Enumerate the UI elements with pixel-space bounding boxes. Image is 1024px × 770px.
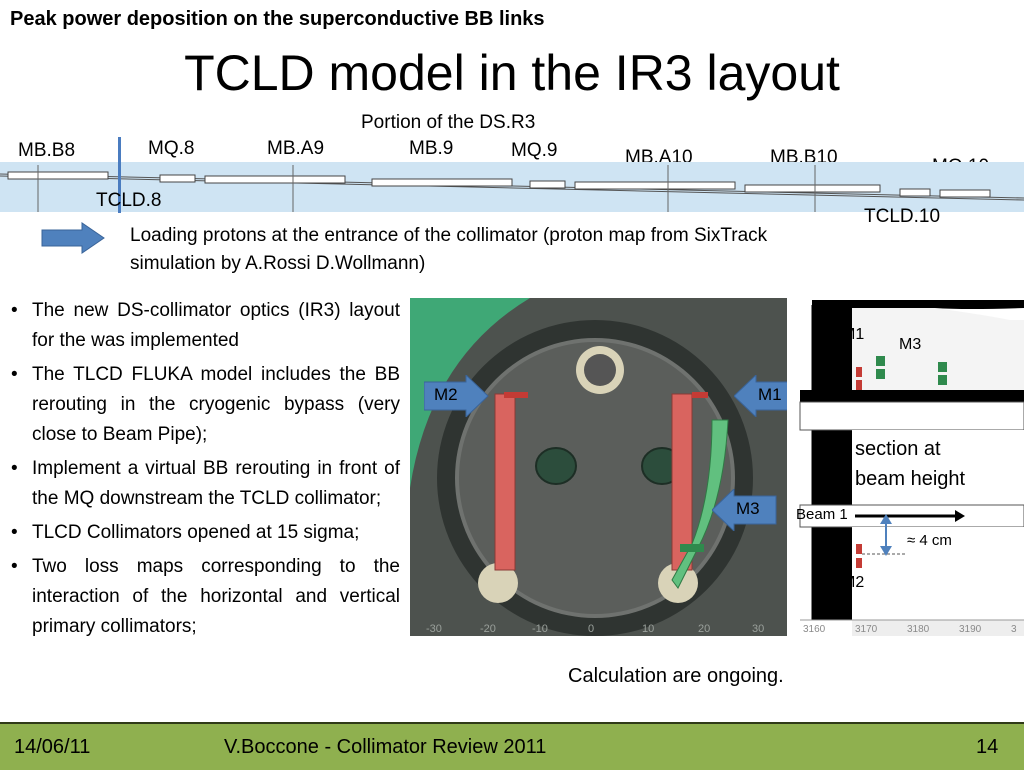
axis-tick: -30 [426, 623, 442, 635]
callout-m3-label: M3 [736, 499, 760, 518]
footer-presentation-info: V.Boccone - Collimator Review 2011 [224, 736, 547, 758]
axis-tick: -20 [480, 623, 496, 635]
axis-tick: 20 [698, 623, 710, 635]
section-drawing: 3160 3170 3180 3190 3 [799, 300, 1024, 636]
magnet-label-mq-8: MQ.8 [148, 138, 195, 159]
tcld8-marker [118, 137, 121, 213]
beam-label: Beam 1 [796, 506, 848, 523]
axis-tick: 10 [642, 623, 654, 635]
magnet-label-mb-b8: MB.B8 [18, 140, 76, 161]
magnet-label-mb-9: MB.9 [409, 138, 454, 159]
callout-m2: M2 [423, 373, 490, 422]
magnet-label-mq-9: MQ.9 [511, 140, 558, 161]
bullet-list: The new DS-collimator optics (IR3) layou… [8, 296, 400, 646]
callout-m3: M3 [711, 487, 778, 536]
gap-label: ≈ 4 cm [907, 532, 952, 549]
page-number: 14 [976, 736, 999, 758]
callout-m1-label: M1 [758, 385, 782, 404]
slide-supertitle: Peak power deposition on the superconduc… [10, 8, 545, 30]
loading-note: Loading protons at the entrance of the c… [130, 225, 768, 274]
bullet-item: TLCD Collimators opened at 15 sigma; [8, 518, 400, 548]
beamline-diagram [0, 165, 1024, 212]
layout-caption: Portion of the DS.R3 [361, 112, 536, 133]
callout-m1: M1 [733, 373, 787, 422]
bullet-item: The TLCD FLUKA model includes the BB rer… [8, 360, 400, 450]
cad-render: -30 -20 -10 0 10 20 30 [410, 298, 787, 636]
bullet-item: The new DS-collimator optics (IR3) layou… [8, 296, 400, 356]
axis-tick: 3190 [959, 624, 982, 635]
axis-tick: 0 [588, 623, 594, 635]
right-arrow-icon [41, 222, 105, 254]
axis-tick: 3 [1011, 624, 1017, 635]
collimator-label-tcld-10: TCLD.10 [864, 206, 941, 227]
section-note: section at beam height [855, 438, 966, 490]
footer-bar: 14/06/11 V.Boccone - Collimator Review 2… [0, 722, 1024, 770]
slide-title: TCLD model in the IR3 layout [184, 45, 840, 101]
label-m1: M1 [842, 326, 865, 343]
label-m2: M2 [842, 574, 865, 591]
axis-tick: 3170 [855, 624, 878, 635]
axis-tick: -10 [532, 623, 548, 635]
callout-m2-label: M2 [434, 385, 458, 404]
magnet-label-mb-a9: MB.A9 [267, 138, 325, 159]
axis-tick: 3160 [803, 624, 826, 635]
section-view: 3160 3170 3180 3190 3 M1 M3 M2 section a… [795, 300, 1024, 636]
bullet-item: Implement a virtual BB rerouting in fron… [8, 454, 400, 514]
footer-date: 14/06/11 [14, 736, 91, 758]
bullet-item: Two loss maps corresponding to the inter… [8, 552, 400, 642]
collimator-label-tcld-8: TCLD.8 [96, 190, 162, 211]
label-m3: M3 [899, 336, 922, 353]
cad-cross-section-view: -30 -20 -10 0 10 20 30 M2 M1 M3 [410, 298, 787, 636]
axis-tick: 3180 [907, 624, 930, 635]
axis-tick: 30 [752, 623, 764, 635]
status-note: Calculation are ongoing. [568, 665, 784, 687]
